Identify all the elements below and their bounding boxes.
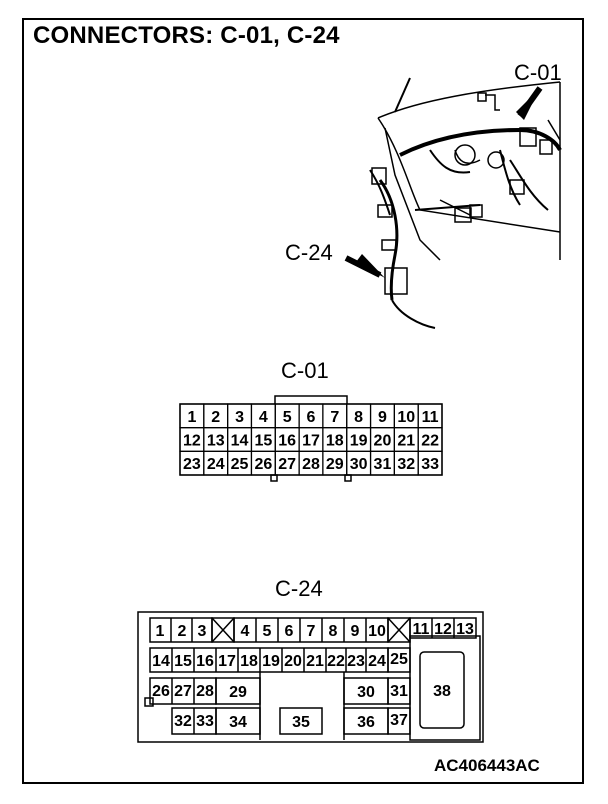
c01-pin-9: 9 [378, 409, 387, 426]
c24-pin-23: 23 [347, 653, 365, 670]
c01-pin-29: 29 [326, 456, 344, 473]
c24-pin-13: 13 [456, 621, 474, 638]
c01-pin-26: 26 [254, 456, 272, 473]
c01-pin-25: 25 [231, 456, 249, 473]
c24-pin-16: 16 [196, 653, 214, 670]
c24-pin-26: 26 [152, 683, 170, 700]
c01-pin-12: 12 [183, 433, 201, 450]
c01-pin-19: 19 [350, 433, 368, 450]
c24-pin-33: 33 [196, 713, 214, 730]
c01-pin-1: 1 [187, 409, 196, 426]
figure-frame [22, 18, 584, 784]
c24-pin-14: 14 [152, 653, 170, 670]
c24-pin-24: 24 [368, 653, 386, 670]
c24-pin-10: 10 [368, 623, 386, 640]
c01-pin-5: 5 [283, 409, 292, 426]
connector-c24-label: C-24 [275, 576, 323, 601]
c24-pin-17: 17 [218, 653, 236, 670]
c01-pin-20: 20 [374, 433, 392, 450]
c01-pin-10: 10 [397, 409, 415, 426]
c24-pin-35: 35 [292, 714, 310, 731]
figure-code: AC406443AC [434, 756, 540, 775]
c01-pin-cell [417, 450, 443, 476]
c01-pin-3: 3 [235, 409, 244, 426]
c01-pin-32: 32 [397, 456, 415, 473]
c24-pin-28: 28 [196, 683, 214, 700]
c24-pin-32: 32 [174, 713, 192, 730]
c24-pin-1: 1 [156, 623, 165, 640]
c01-pin-17: 17 [302, 433, 320, 450]
c01-pin-21: 21 [397, 433, 415, 450]
c24-pin-31: 31 [390, 683, 408, 700]
c01-pin-8: 8 [354, 409, 363, 426]
c01-pin-30: 30 [350, 456, 368, 473]
c01-pin-27: 27 [278, 456, 296, 473]
c24-pin-5: 5 [263, 623, 272, 640]
c24-pin-36: 36 [357, 714, 375, 731]
c24-pin-9: 9 [351, 623, 360, 640]
c24-pin-18: 18 [240, 653, 258, 670]
c24-pin-21: 21 [306, 653, 324, 670]
c24-pin-6: 6 [285, 623, 294, 640]
c01-pin-24: 24 [207, 456, 225, 473]
c24-pin-37: 37 [390, 712, 408, 729]
c24-pin-38: 38 [433, 683, 451, 700]
c24-pin-20: 20 [284, 653, 302, 670]
callout-c01: C-01 [514, 60, 562, 85]
c24-pin-19: 19 [262, 653, 280, 670]
c01-pin-28: 28 [302, 456, 320, 473]
c01-pin-14: 14 [231, 433, 249, 450]
c01-pin-22: 22 [421, 433, 439, 450]
c24-pin-34: 34 [229, 714, 247, 731]
c24-pin-30: 30 [357, 684, 375, 701]
c01-pin-7: 7 [330, 409, 339, 426]
c01-pin-18: 18 [326, 433, 344, 450]
c01-pin-11: 11 [422, 409, 439, 426]
c24-pin-11: 11 [413, 621, 430, 638]
c01-pin-2: 2 [211, 409, 220, 426]
c24-pin-7: 7 [307, 623, 316, 640]
c24-pin-29: 29 [229, 684, 247, 701]
c24-pin-27: 27 [174, 683, 192, 700]
c01-pin-13: 13 [207, 433, 225, 450]
c01-pin-4: 4 [259, 409, 268, 426]
connector-c01-label: C-01 [281, 358, 329, 383]
c24-pin-22: 22 [327, 653, 345, 670]
callout-c24: C-24 [285, 240, 333, 265]
c01-pin-16: 16 [278, 433, 296, 450]
c24-pin-12: 12 [434, 621, 452, 638]
c01-pin-6: 6 [307, 409, 316, 426]
c24-pin-8: 8 [329, 623, 338, 640]
c24-pin-2: 2 [178, 623, 187, 640]
c01-pin-31: 31 [374, 456, 392, 473]
c01-pin-33: 33 [421, 456, 439, 473]
c24-pin-25: 25 [390, 651, 408, 668]
c01-pin-15: 15 [254, 433, 272, 450]
c24-pin-3: 3 [198, 623, 207, 640]
c01-pin-23: 23 [183, 456, 201, 473]
c24-pin-15: 15 [174, 653, 192, 670]
page-title: CONNECTORS: C-01, C-24 [33, 22, 340, 49]
c24-pin-4: 4 [241, 623, 250, 640]
